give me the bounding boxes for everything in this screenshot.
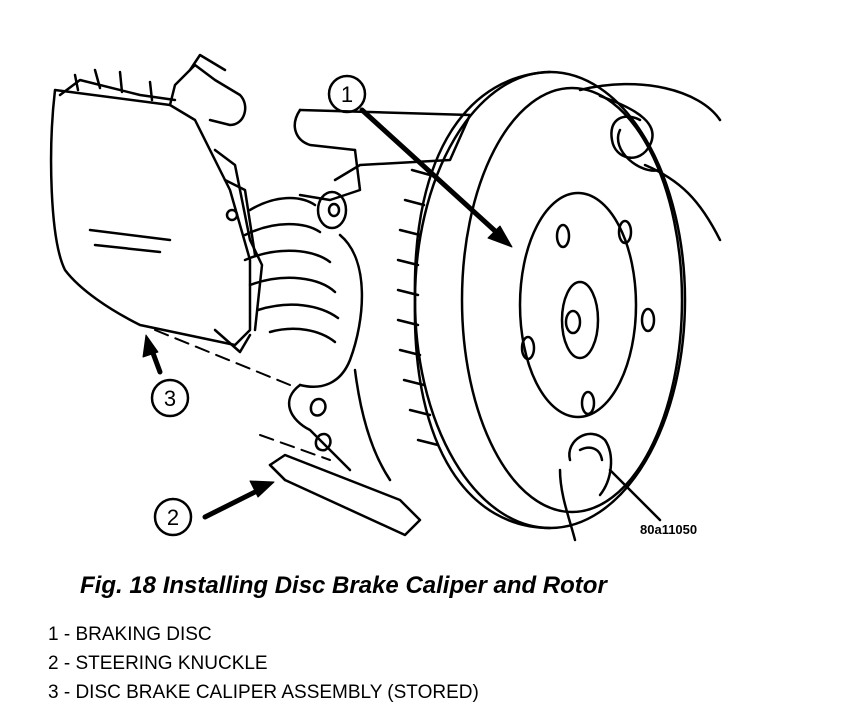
- legend-item-steering-knuckle: 2 - STEERING KNUCKLE: [48, 653, 268, 674]
- figure-caption: Fig. 18 Installing Disc Brake Caliper an…: [80, 572, 607, 599]
- callout-3-number: 3: [164, 386, 176, 411]
- callout-1-number: 1: [341, 82, 353, 107]
- callout-1: 1: [327, 74, 513, 248]
- caliper-assembly: [49, 53, 264, 354]
- steering-knuckle: [288, 108, 472, 482]
- callout-3: 3: [142, 334, 190, 418]
- figure-id: 80a11050: [640, 522, 698, 537]
- axle-boot: [243, 196, 340, 344]
- callout-2-number: 2: [167, 505, 179, 530]
- parts-legend: 1 - BRAKING DISC 2 - STEERING KNUCKLE 3 …: [48, 620, 479, 707]
- callout-2: 2: [153, 480, 275, 537]
- braking-disc: [396, 70, 687, 530]
- hand-top-right: [578, 82, 722, 242]
- legend-item-braking-disc: 1 - BRAKING DISC: [48, 624, 212, 645]
- installation-path-lines: [154, 329, 331, 461]
- legend-item-caliper-assembly: 3 - DISC BRAKE CALIPER ASSEMBLY (STORED): [48, 682, 479, 703]
- hand-bottom: [558, 432, 662, 542]
- knuckle-lower-arm: [268, 453, 422, 537]
- brake-assembly-illustration: 1 2 3: [49, 53, 722, 542]
